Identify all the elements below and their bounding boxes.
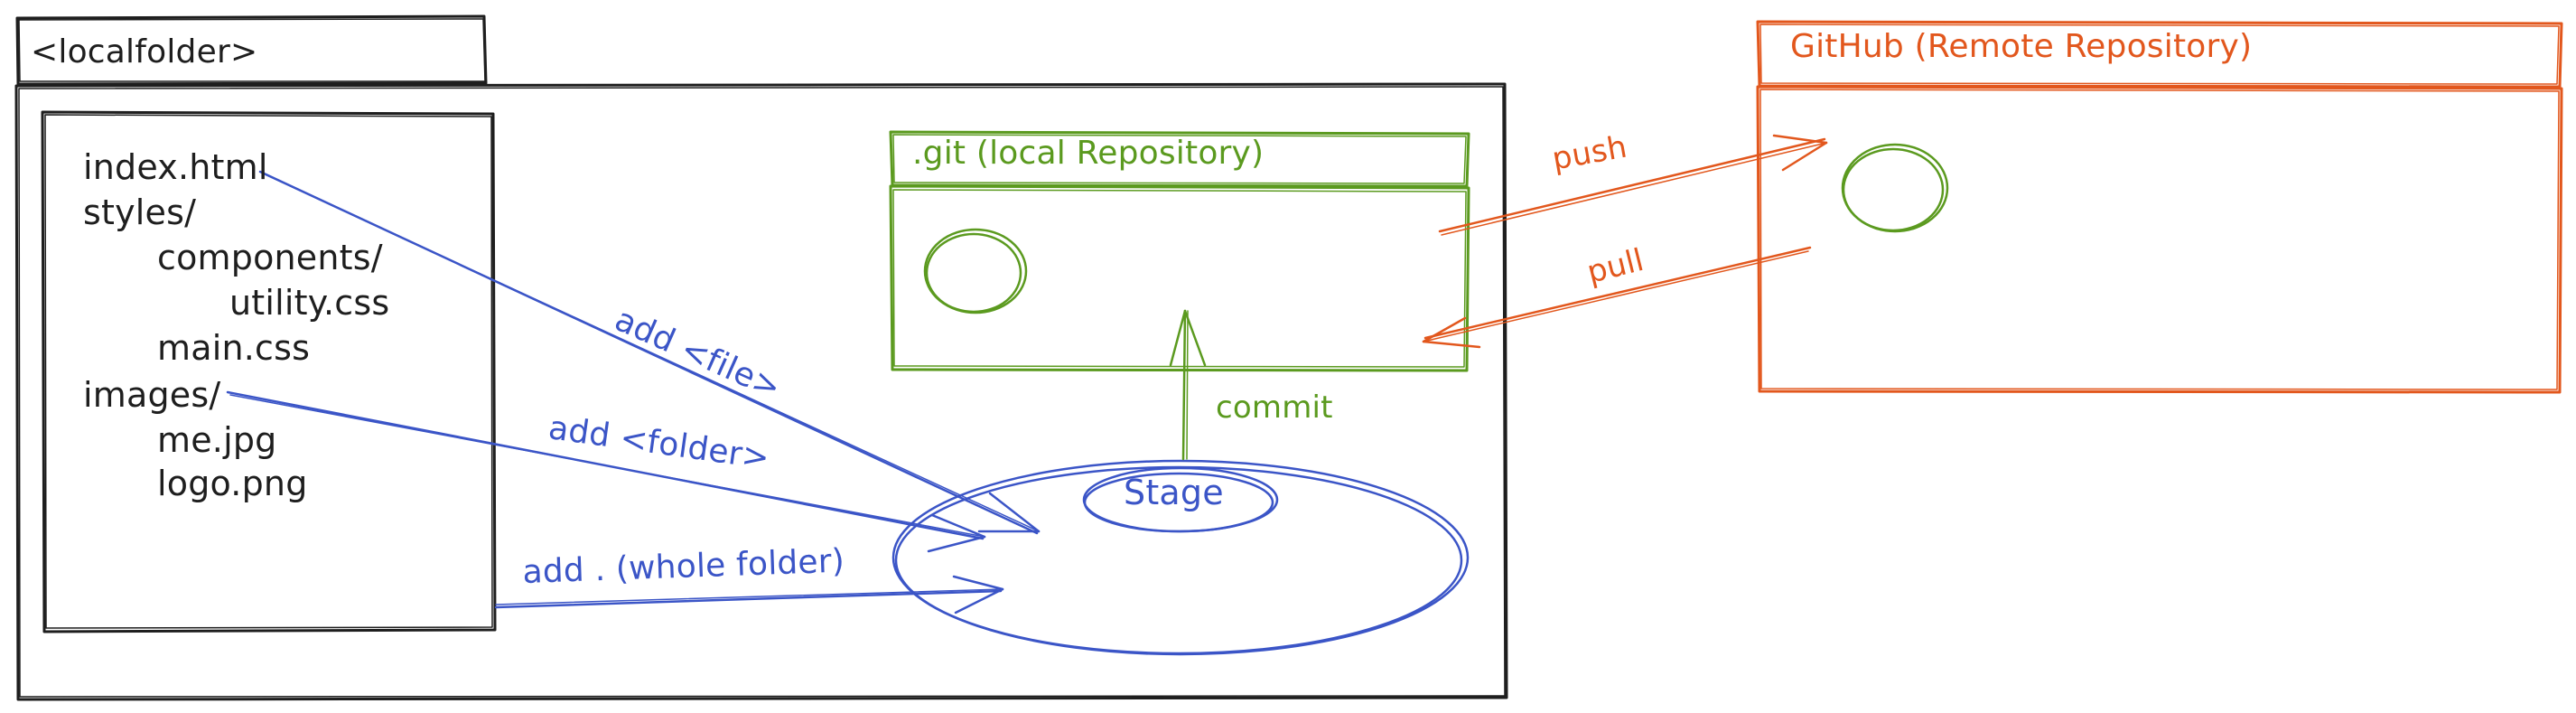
git-repo-title: .git (local Repository) [912, 135, 1265, 172]
tree-item-logo-png: logo.png [157, 464, 308, 503]
tree-item-utility-css: utility.css [229, 283, 390, 323]
git-repo-box [889, 130, 1470, 372]
add-file-arrow [258, 170, 1041, 535]
tree-item-index-html: index.html [83, 147, 268, 187]
tree-item-images-folder: images/ [83, 375, 221, 415]
stage-label: Stage [1124, 473, 1224, 512]
commit-label: commit [1216, 389, 1333, 426]
stage-inner-ellipse [1082, 466, 1279, 533]
file-tree-box [41, 110, 497, 633]
commit-arrow [1169, 309, 1207, 461]
pull-arrow [1422, 246, 1812, 349]
tree-item-me-jpg: me.jpg [157, 420, 277, 460]
localfolder-title: <localfolder> [31, 33, 258, 70]
localfolder-outer-box [14, 82, 1508, 701]
github-repo-circle [1841, 143, 1949, 233]
localfolder-title-box [15, 14, 488, 86]
tree-item-components-folder: components/ [157, 238, 383, 277]
git-repo-circle [923, 228, 1028, 314]
add-dot-arrow [494, 575, 1004, 614]
tree-item-styles-folder: styles/ [83, 192, 197, 232]
add-folder-arrow [226, 390, 986, 553]
push-arrow [1438, 134, 1828, 236]
tree-item-main-css: main.css [157, 328, 311, 368]
github-repo-title: GitHub (Remote Repository) [1790, 28, 2253, 65]
github-repo-box [1756, 20, 2563, 394]
